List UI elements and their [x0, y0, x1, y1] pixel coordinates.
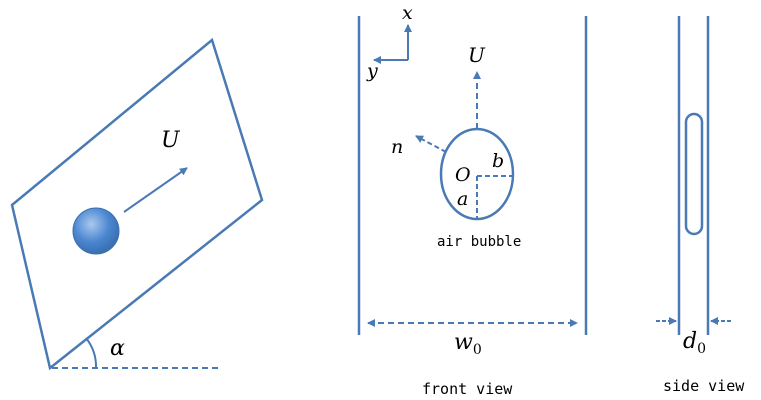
bubble-caption: air bubble: [437, 234, 521, 250]
front-view-panel: x y U n O b a air bubble w0 front view: [357, 2, 588, 398]
gap-label-main: d: [683, 329, 697, 354]
semi-axis-a-label: a: [457, 188, 468, 210]
angle-label: α: [110, 336, 125, 361]
center-label: O: [455, 164, 471, 186]
width-label: w0: [454, 330, 482, 358]
velocity-arrow: [123, 167, 188, 213]
bubble-velocity-label: U: [468, 43, 486, 67]
side-view-panel: d0 side view: [656, 16, 745, 395]
width-label-main: w: [454, 330, 473, 355]
velocity-label: U: [161, 128, 181, 153]
gap-label: d0: [683, 329, 706, 357]
side-bubble-profile: [684, 112, 704, 236]
inclined-cell-panel: U α: [10, 37, 264, 371]
bubble-ellipse: [439, 127, 515, 221]
front-view-caption: front view: [422, 380, 513, 398]
gap-label-subscript: 0: [697, 341, 706, 357]
y-axis-label: y: [366, 60, 378, 82]
semi-axis-b-label: b: [492, 150, 504, 172]
normal-label: n: [391, 136, 403, 158]
coordinate-axes: x y: [366, 2, 413, 82]
angle-arc: [85, 337, 98, 369]
width-label-subscript: 0: [473, 342, 482, 358]
normal-arrow: [415, 135, 447, 153]
inclined-plate: [10, 37, 264, 371]
side-view-caption: side view: [663, 377, 745, 395]
x-axis-label: x: [402, 2, 413, 24]
bubble-disc: [72, 207, 120, 255]
